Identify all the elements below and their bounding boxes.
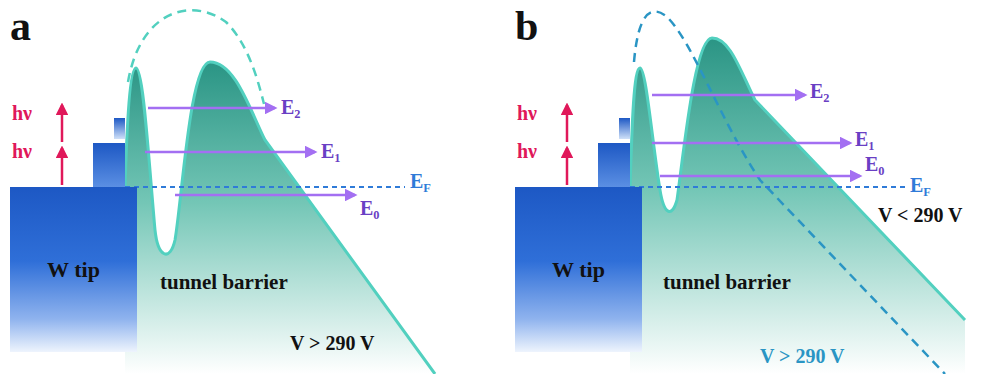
tip-block: W tip (10, 187, 137, 352)
tip-label: W tip (515, 257, 642, 283)
photon-label: hν (12, 140, 32, 163)
photon-label: hν (517, 140, 537, 163)
energy-level-label: E1 (321, 140, 341, 165)
energy-level-label: E0 (865, 153, 885, 178)
panel-letter: b (515, 2, 538, 50)
voltage-label: V < 290 V (878, 204, 963, 227)
fermi-level-label: EF (410, 170, 431, 195)
voltage-label: V > 290 V (760, 345, 845, 368)
photon-label: hν (12, 102, 32, 125)
region-label: tunnel barrier (160, 270, 288, 294)
voltage-label: V > 290 V (290, 332, 375, 355)
tip-label: W tip (10, 257, 137, 283)
energy-level-label: E0 (360, 197, 380, 222)
panel-letter: a (10, 2, 31, 50)
photon-label: hν (517, 102, 537, 125)
energy-level-label: E2 (810, 80, 830, 105)
energy-level-label: E2 (281, 96, 301, 121)
fermi-level-label: EF (910, 174, 931, 199)
energy-level-label: E1 (855, 128, 875, 153)
region-label: tunnel barrier (663, 270, 791, 294)
tip-block: W tip (515, 187, 642, 352)
